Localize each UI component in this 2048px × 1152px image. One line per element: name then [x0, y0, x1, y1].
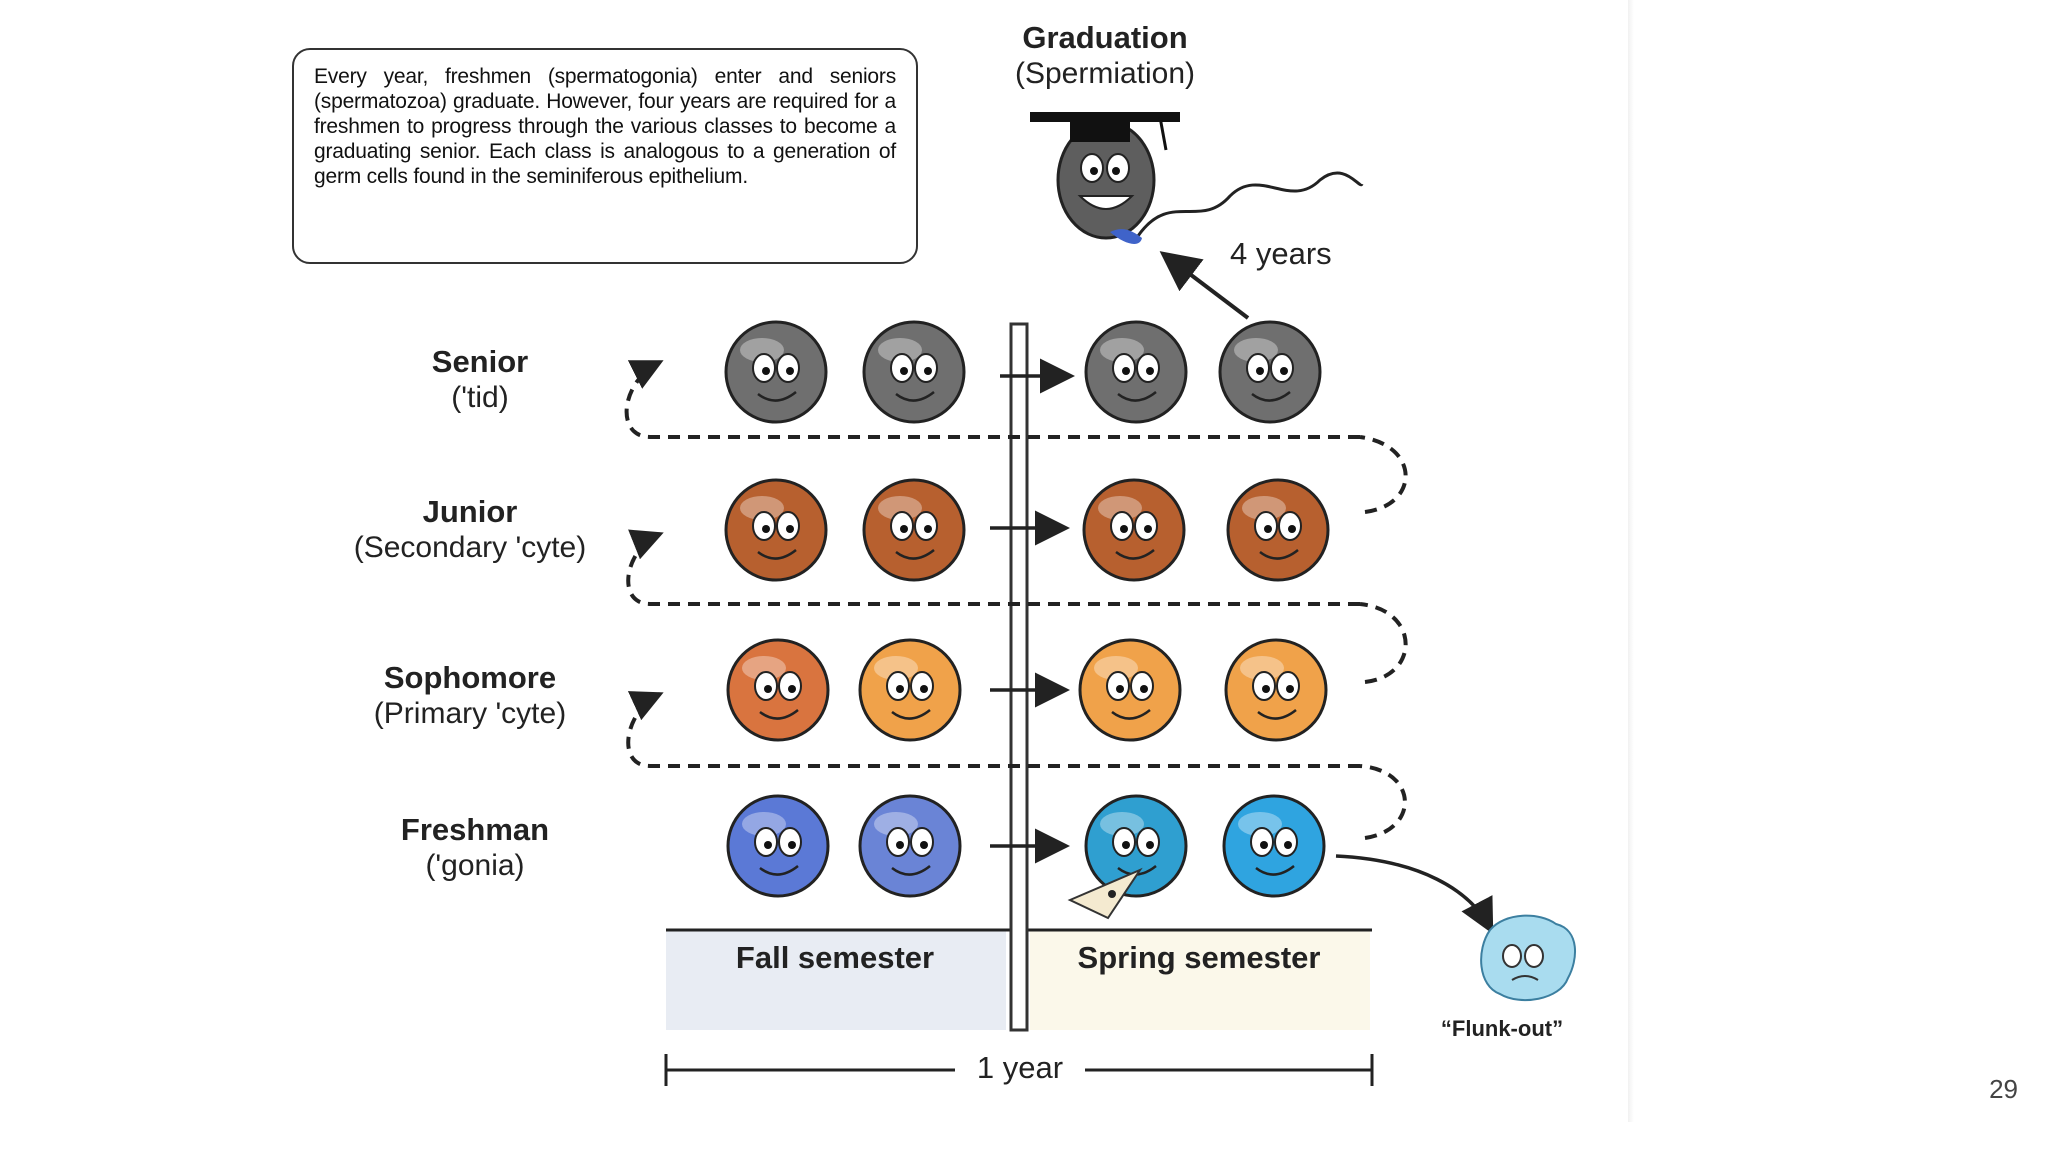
caption-box: Every year, freshmen (spermatogonia) ent…: [292, 48, 918, 264]
class-sub: (Primary 'cyte): [373, 697, 567, 730]
class-sub: (Secondary 'cyte): [353, 531, 587, 564]
pizza-slice-icon: [1067, 867, 1143, 920]
flunk-out-arrow: [1335, 854, 1494, 935]
class-sub: ('gonia): [425, 849, 525, 882]
cell-face-icon: [1084, 320, 1188, 424]
flunk-out-cell-icon: [1480, 914, 1577, 1001]
cell-grid: [724, 320, 1330, 898]
class-label-sophomore: Sophomore (Primary 'cyte): [320, 660, 620, 732]
cell-face-icon: [1082, 478, 1186, 582]
cell-face-icon: [1218, 320, 1322, 424]
class-label-freshman: Freshman ('gonia): [340, 812, 610, 884]
cell-face-icon: [1084, 794, 1188, 898]
spring-semester-label: Spring semester: [1077, 940, 1321, 975]
cell-face-icon: [726, 638, 830, 742]
graduation-label: Graduation (Spermiation): [960, 20, 1250, 92]
fall-semester-bg: [666, 930, 1006, 1030]
semester-divider: [1009, 322, 1029, 1032]
cell-face-icon: [724, 478, 828, 582]
class-name: Freshman: [400, 812, 550, 847]
class-name: Junior: [422, 494, 518, 529]
cell-face-icon: [1224, 638, 1328, 742]
one-year-label: 1 year: [955, 1050, 1085, 1086]
graduation-arrow: [1159, 251, 1250, 320]
class-label-junior: Junior (Secondary 'cyte): [300, 494, 640, 566]
flunk-out-label: “Flunk-out”: [1440, 1016, 1564, 1041]
class-sub: ('tid): [451, 381, 509, 414]
class-name: Senior: [431, 344, 529, 379]
cell-face-icon: [1078, 638, 1182, 742]
graduation-subtitle: (Spermiation): [1014, 57, 1196, 90]
spring-semester-bg: [1030, 930, 1370, 1030]
cell-face-icon: [724, 320, 828, 424]
cell-face-icon: [1226, 478, 1330, 582]
cell-face-icon: [862, 478, 966, 582]
cell-face-icon: [858, 638, 962, 742]
graduation-title: Graduation: [1022, 20, 1188, 55]
cell-face-icon: [862, 320, 966, 424]
cell-face-icon: [1222, 794, 1326, 898]
class-name: Sophomore: [383, 660, 557, 695]
cell-face-icon: [726, 794, 830, 898]
page-number: 29: [1989, 1074, 2018, 1104]
semester-arrows: [990, 358, 1075, 864]
four-years-label: 4 years: [1230, 236, 1332, 271]
fall-semester-label: Fall semester: [735, 940, 935, 975]
progression-dashed-path: [624, 360, 1408, 840]
caption-text: Every year, freshmen (spermatogonia) ent…: [314, 65, 896, 188]
scan-edge: [1628, 0, 1634, 1122]
class-label-senior: Senior ('tid): [360, 344, 600, 416]
graduate-sperm-icon: [1030, 112, 1364, 244]
cell-face-icon: [858, 794, 962, 898]
